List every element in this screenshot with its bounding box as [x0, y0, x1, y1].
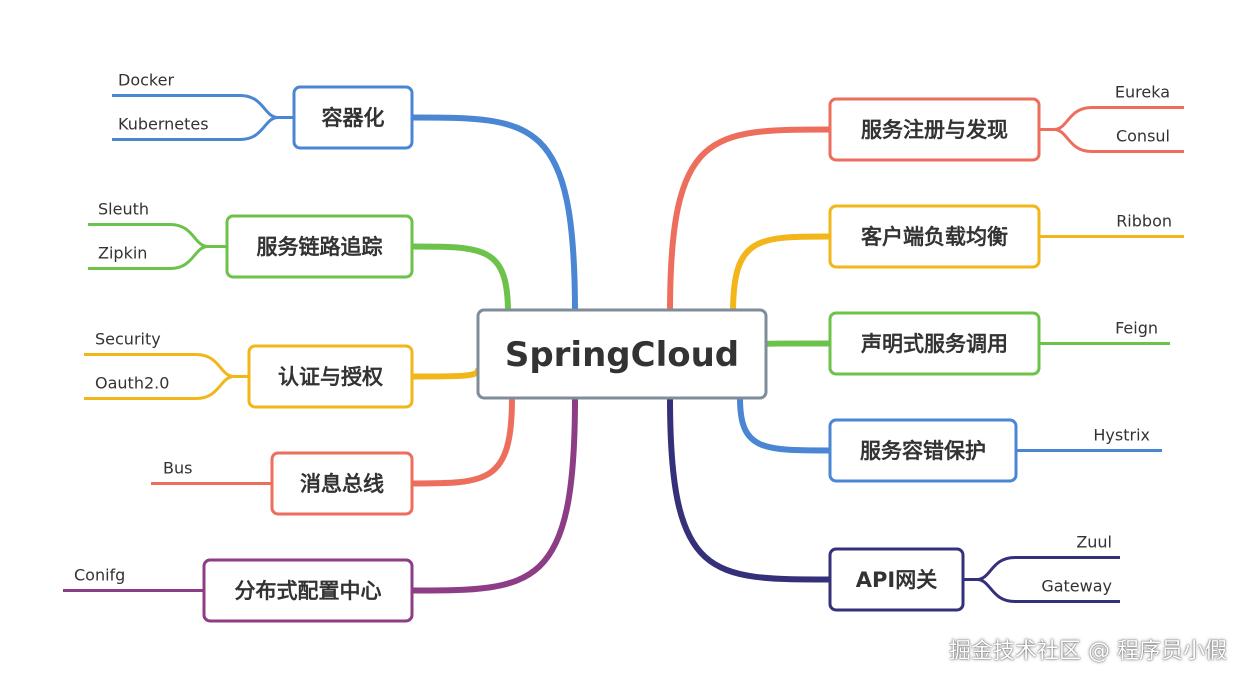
branch-left-1-label: 服务链路追踪	[257, 235, 383, 259]
edge-right-1	[730, 233, 833, 316]
leaf-label: Conifg	[74, 566, 125, 585]
leaf-label: Consul	[1116, 127, 1170, 146]
branch-right-2-box	[828, 311, 1041, 376]
edge-right-4	[667, 395, 833, 583]
leaf-label: Zuul	[1076, 533, 1112, 552]
edge-left-3	[409, 395, 515, 487]
branch-left-3-label: 消息总线	[300, 472, 384, 496]
branch-left-4-box	[202, 558, 414, 623]
leaf-label: Kubernetes	[118, 115, 209, 134]
edge-left-4	[409, 395, 578, 594]
branch-left-0-label: 容器化	[322, 106, 385, 130]
central-label: SpringCloud	[505, 335, 739, 375]
leaf-line-left-2-1	[84, 375, 249, 400]
branch-right-3-box	[828, 418, 1018, 483]
branch-left-0: 容器化	[292, 85, 414, 150]
watermark-text: 掘金技术社区 @ 程序员小假	[949, 639, 1227, 664]
leaf-label: Oauth2.0	[95, 374, 169, 393]
leaf-label: Docker	[118, 71, 174, 90]
leaf-label: Security	[95, 330, 161, 349]
leaf-label: Eureka	[1115, 83, 1170, 102]
leaf-line-right-4-1	[963, 578, 1120, 603]
leaf-label: Bus	[163, 459, 192, 478]
leaf-line-left-1-1	[88, 245, 227, 270]
branch-left-2: 认证与授权	[247, 344, 414, 409]
central-box	[476, 308, 768, 400]
edge-right-2	[763, 340, 833, 347]
edge-left-0	[409, 114, 578, 316]
edge-left-1	[409, 243, 511, 316]
leaf-nodes: DockerKubernetesSleuthZipkinSecurityOaut…	[63, 71, 1184, 603]
leaf-label: Zipkin	[98, 244, 147, 263]
connection-lines	[409, 114, 833, 594]
leaf-label: Gateway	[1041, 577, 1112, 596]
branch-right-3-label: 服务容错保护	[860, 439, 986, 463]
leaf-label: Hystrix	[1093, 426, 1150, 445]
branch-left-2-label: 认证与授权	[278, 365, 383, 389]
edge-left-2	[409, 367, 481, 380]
leaf-line-right-0-1	[1039, 128, 1184, 153]
edge-right-0	[667, 126, 833, 316]
branch-left-0-box	[292, 85, 414, 150]
leaf-label: Feign	[1115, 319, 1158, 338]
edge-right-3	[737, 395, 833, 454]
branch-right-2: 声明式服务调用	[828, 311, 1041, 376]
central-node: SpringCloud	[476, 308, 768, 400]
branch-left-2-box	[247, 344, 414, 409]
branch-right-4-box	[828, 547, 965, 612]
branch-right-0: 服务注册与发现	[828, 97, 1041, 162]
branch-right-0-label: 服务注册与发现	[861, 118, 1008, 142]
branch-right-1-box	[828, 204, 1041, 269]
branch-right-0-box	[828, 97, 1041, 162]
branch-right-4: API网关	[828, 547, 965, 612]
branch-right-1: 客户端负载均衡	[828, 204, 1041, 269]
branch-left-1: 服务链路追踪	[225, 214, 414, 279]
branch-left-3: 消息总线	[270, 451, 414, 516]
branch-right-3: 服务容错保护	[828, 418, 1018, 483]
branch-left-3-box	[270, 451, 414, 516]
branch-left-1-box	[225, 214, 414, 279]
leaf-label: Ribbon	[1116, 212, 1172, 231]
branch-left-4: 分布式配置中心	[202, 558, 414, 623]
branch-left-4-label: 分布式配置中心	[235, 579, 382, 603]
branch-right-1-label: 客户端负载均衡	[861, 225, 1008, 249]
leaf-line-left-0-1	[112, 116, 294, 141]
leaf-label: Sleuth	[98, 200, 149, 219]
branch-right-2-label: 声明式服务调用	[860, 332, 1008, 356]
central: SpringCloud	[476, 308, 768, 400]
branch-right-4-label: API网关	[856, 568, 937, 592]
